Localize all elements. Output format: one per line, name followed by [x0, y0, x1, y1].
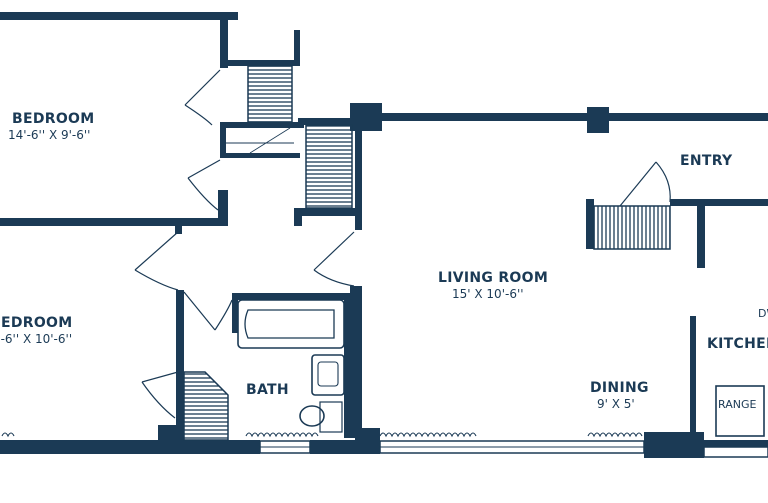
bath-label: BATH: [246, 382, 289, 398]
walls: [0, 12, 768, 458]
closet-bedroom1: [247, 65, 293, 123]
closet-entry: [593, 205, 671, 250]
range: [715, 385, 765, 437]
entry-label: ENTRY: [680, 153, 733, 169]
bedroom1-label: BEDROOM: [12, 111, 94, 127]
dishwasher-label: DW: [758, 307, 768, 320]
toilet: [299, 405, 325, 427]
kitchen-label: KITCHEN: [707, 336, 768, 352]
bedroom2-dims: 11'-6'' X 10'-6'': [0, 332, 72, 346]
dining-label: DINING: [590, 380, 649, 396]
bath-fixtures: [237, 299, 345, 433]
dining-dims: 9' X 5': [597, 397, 635, 411]
bedroom2-label: BEDROOM: [0, 315, 72, 331]
living-room-dims: 15' X 10'-6'': [452, 287, 524, 301]
bathtub: [237, 299, 345, 349]
closet-hall: [305, 124, 353, 209]
living-room-label: LIVING ROOM: [438, 270, 548, 286]
closets: [183, 65, 671, 441]
bath-sink: [311, 354, 345, 396]
doors: [134, 69, 671, 419]
bedroom1-dims: 14'-6'' X 9'-6'': [8, 128, 90, 142]
range-label: RANGE: [718, 398, 756, 411]
kitchen-fixtures: [715, 385, 765, 437]
labels: BEDROOM 14'-6'' X 9'-6'' BEDROOM 11'-6''…: [0, 111, 768, 411]
closet-bath: [183, 371, 229, 441]
radiators: [1, 432, 643, 438]
